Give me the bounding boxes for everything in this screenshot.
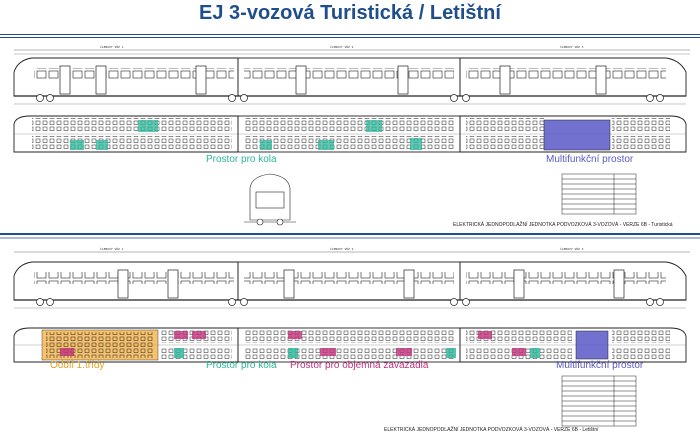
bike-area (138, 120, 158, 132)
luggage-area (396, 348, 412, 356)
bike-area (174, 348, 184, 358)
luggage-area (60, 348, 74, 356)
luggage-area (478, 331, 492, 339)
bike-area (70, 140, 84, 150)
bike-area (366, 120, 382, 132)
bottom-drawing-caption: ELEKTRICKÁ JEDNOPODLAŽNÍ JEDNOTKA PODVOZ… (384, 425, 599, 433)
top-drawing-caption: ELEKTRICKÁ JEDNOPODLAŽNÍ JEDNOTKA PODVOZ… (453, 220, 673, 228)
bottom-multifunction-area (575, 330, 609, 360)
svg-text:ČLENOVÝ VŮZ 1: ČLENOVÝ VŮZ 1 (100, 246, 124, 251)
bottom-bike-areas (174, 348, 540, 358)
svg-text:ČLENOVÝ VŮZ 3: ČLENOVÝ VŮZ 3 (560, 246, 584, 251)
svg-text:ČLENOVÝ VŮZ 1: ČLENOVÝ VŮZ 1 (100, 44, 124, 49)
top-bike-areas (70, 120, 422, 150)
title-divider-secondary (0, 37, 700, 38)
top-spec-table (561, 173, 637, 215)
page-title: EJ 3-vozová Turistická / Letištní (199, 2, 501, 24)
title-divider (0, 34, 700, 35)
bike-area (446, 348, 456, 358)
svg-text:ČLENOVÝ VŮZ 2: ČLENOVÝ VŮZ 2 (330, 246, 354, 251)
luggage-area (288, 331, 302, 339)
bottom-bike-label: Prostor pro kola (206, 360, 277, 371)
bike-area (318, 140, 334, 150)
bottom-luggage-label: Prostor pro objemná zavazadla (290, 360, 429, 371)
luggage-area (512, 348, 526, 356)
top-cross-section (244, 173, 296, 226)
bottom-luggage-areas (60, 331, 526, 356)
top-bike-label: Prostor pro kola (206, 154, 277, 165)
luggage-area (320, 348, 336, 356)
bottom-multi-label: Multifunkční prostor (556, 360, 644, 371)
bottom-spec-table (561, 375, 637, 427)
top-multifunction-area (543, 119, 611, 151)
bottom-side-view: ČLENOVÝ VŮZ 1 ČLENOVÝ VŮZ 2 ČLENOVÝ VŮZ … (13, 246, 690, 309)
bike-area (96, 140, 108, 150)
top-side-view: ČLENOVÝ VŮZ 1 ČLENOVÝ VŮZ 2 ČLENOVÝ VŮZ … (13, 44, 690, 105)
svg-text:ČLENOVÝ VŮZ 2: ČLENOVÝ VŮZ 2 (330, 44, 354, 49)
bike-area (288, 348, 298, 358)
luggage-area (174, 331, 188, 339)
top-multi-label: Multifunkční prostor (546, 154, 634, 165)
bike-area (530, 348, 540, 358)
bottom-first-class-label: Oddíl 1.třídy (50, 360, 104, 371)
svg-text:ČLENOVÝ VŮZ 3: ČLENOVÝ VŮZ 3 (560, 44, 584, 49)
bike-area (410, 138, 422, 150)
bike-area (260, 140, 272, 150)
luggage-area (192, 331, 206, 339)
